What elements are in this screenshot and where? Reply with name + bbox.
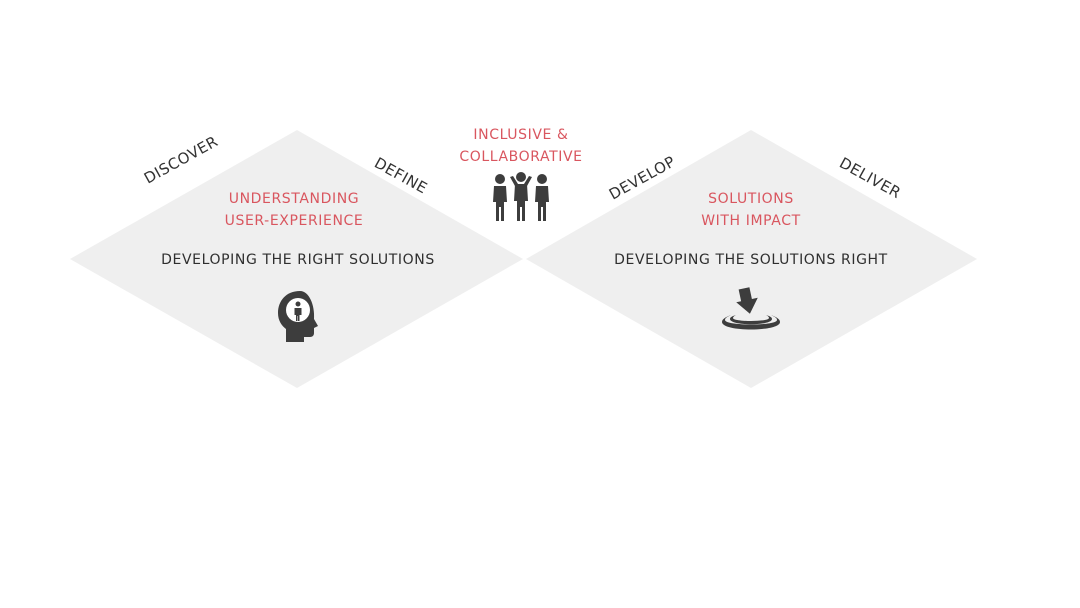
right-heading-line1: SOLUTIONS: [708, 191, 794, 207]
right-diamond-subtitle: DEVELOPING THE SOLUTIONS RIGHT: [614, 252, 888, 268]
center-heading-line1: INCLUSIVE &: [473, 127, 569, 143]
people-team-icon: [493, 172, 549, 221]
center-heading-line2: COLLABORATIVE: [459, 149, 583, 165]
left-heading-line2: USER-EXPERIENCE: [224, 213, 364, 229]
left-diamond-subtitle: DEVELOPING THE RIGHT SOLUTIONS: [161, 252, 435, 268]
right-diamond: [526, 130, 977, 388]
right-diamond-heading: SOLUTIONS WITH IMPACT: [661, 188, 841, 232]
right-heading-line2: WITH IMPACT: [701, 213, 801, 229]
impact-arrow-icon: [722, 287, 780, 330]
left-diamond: [70, 130, 523, 388]
left-diamond-heading: UNDERSTANDING USER-EXPERIENCE: [204, 188, 384, 232]
left-heading-line1: UNDERSTANDING: [228, 191, 360, 207]
center-heading: INCLUSIVE & COLLABORATIVE: [451, 124, 591, 168]
head-person-icon: [278, 291, 318, 342]
